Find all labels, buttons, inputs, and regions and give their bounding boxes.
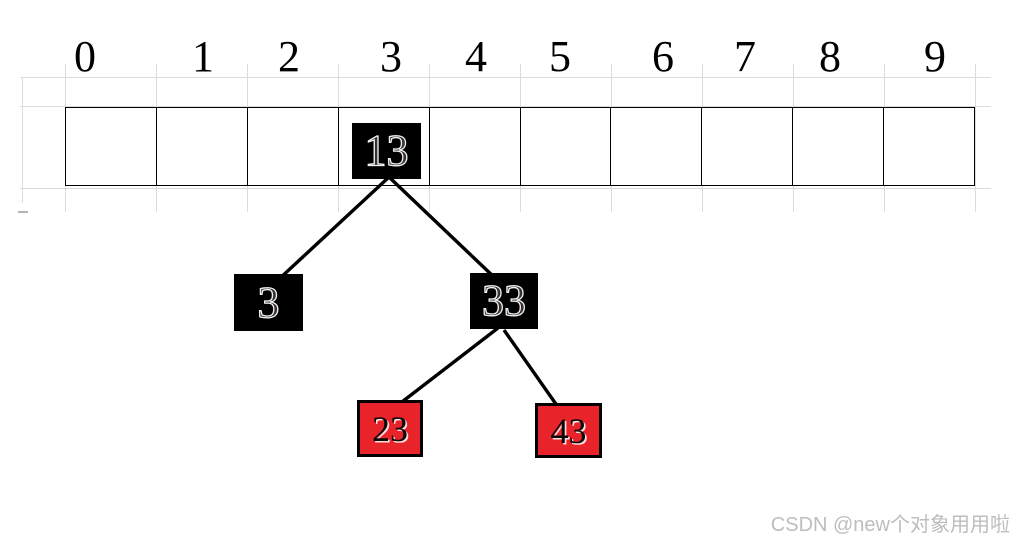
index-label-4: 4	[465, 32, 487, 81]
array-cell-2	[247, 108, 339, 185]
gridline-horizontal	[20, 188, 991, 189]
edge-13-33	[388, 176, 497, 280]
bucket-array	[65, 107, 975, 186]
array-cell-5	[520, 108, 612, 185]
index-label-7: 7	[734, 32, 756, 81]
index-label-8: 8	[819, 32, 841, 81]
tree-node-23-label: 23	[372, 408, 408, 449]
edge-33-43	[502, 329, 560, 408]
gridline-horizontal	[20, 77, 991, 78]
array-cell-8	[793, 108, 885, 185]
edge-13-3	[276, 176, 390, 282]
tree-node-3-label: 3	[257, 277, 280, 327]
edge-33-23	[396, 326, 500, 407]
gridline-tick	[18, 211, 28, 213]
index-label-9: 9	[924, 32, 946, 81]
array-cell-1	[156, 108, 248, 185]
gridline-vertical	[22, 77, 23, 203]
index-label-3: 3	[380, 32, 402, 81]
array-cell-4	[429, 108, 521, 185]
tree-node-3: 3	[234, 274, 303, 331]
tree-node-23: 23	[357, 400, 423, 457]
tree-node-33-label: 33	[481, 276, 526, 325]
index-label-1: 1	[192, 32, 214, 81]
tree-node-43: 43	[535, 403, 602, 458]
tree-node-33: 33	[470, 273, 538, 329]
index-label-5: 5	[549, 32, 571, 81]
gridline-horizontal	[20, 106, 991, 107]
tree-node-13-label: 13	[364, 126, 409, 175]
index-label-0: 0	[74, 32, 96, 81]
array-cell-6	[611, 108, 703, 185]
array-cell-9	[884, 108, 975, 185]
index-label-2: 2	[278, 32, 300, 81]
gridline-vertical	[975, 64, 976, 212]
tree-node-43-label: 43	[550, 410, 587, 451]
csdn-watermark: CSDN @new个对象用用啦	[770, 514, 1010, 536]
tree-node-13: 13	[352, 123, 421, 179]
index-label-6: 6	[652, 32, 674, 81]
array-cell-0	[66, 108, 157, 185]
array-cell-7	[702, 108, 794, 185]
